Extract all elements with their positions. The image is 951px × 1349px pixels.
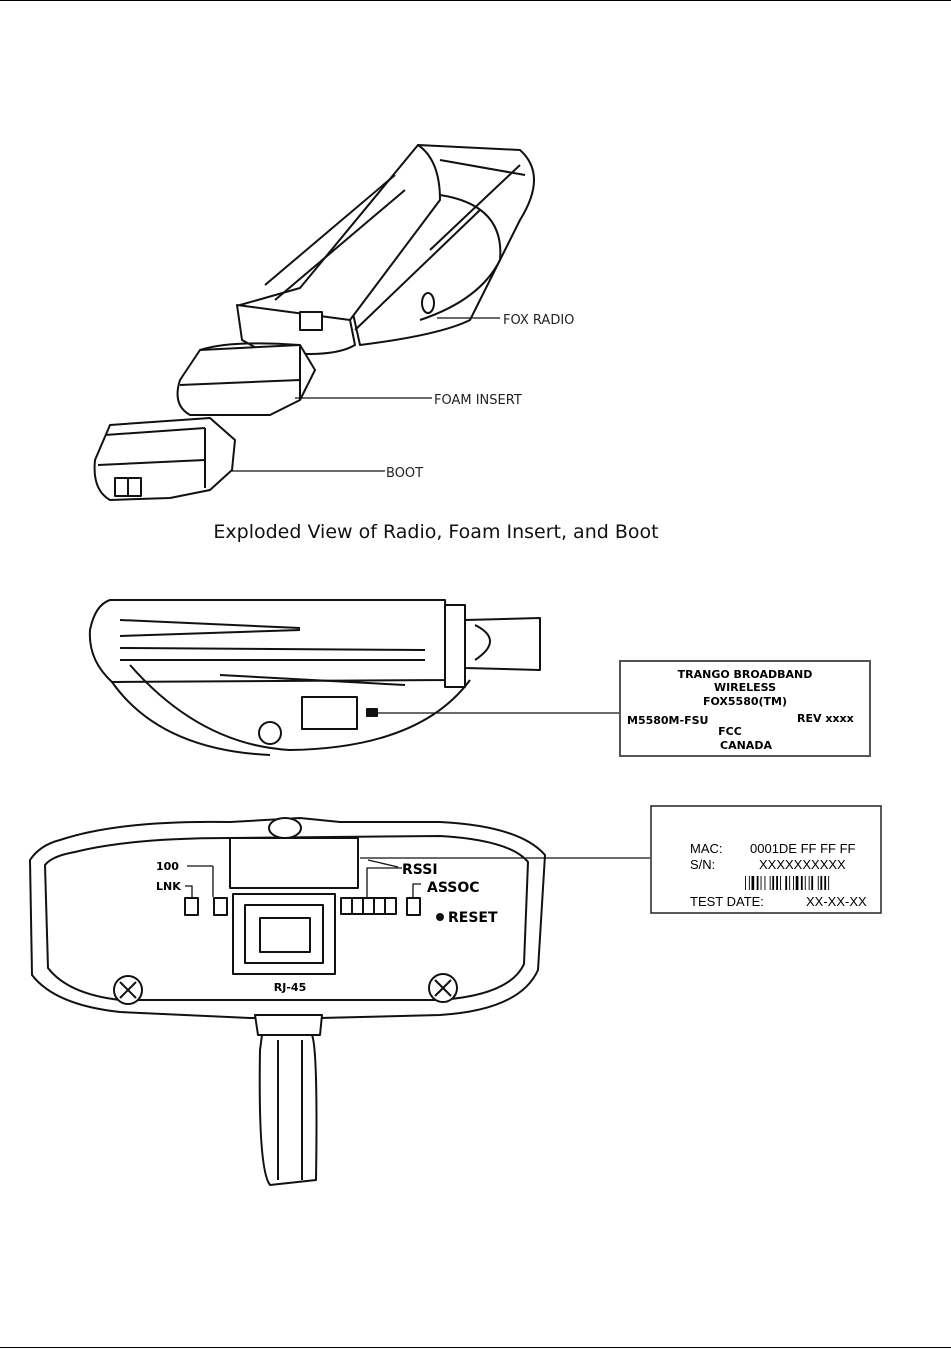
- mac-value: 0001DE FF FF FF: [750, 841, 856, 856]
- barcode-bar: [772, 876, 774, 890]
- barcode-bar: [789, 876, 790, 890]
- label-wireless: WIRELESS: [714, 681, 776, 694]
- bottom-panel-figure: [30, 818, 650, 1185]
- barcode-bar: [828, 876, 829, 890]
- barcode-bar: [796, 876, 799, 890]
- led-lnk-label: LNK: [156, 880, 181, 893]
- label-model: M5580M-FSU: [627, 714, 708, 727]
- barcode-bar: [801, 876, 803, 890]
- barcode-bar: [820, 876, 822, 890]
- assoc-label: ASSOC: [427, 880, 480, 896]
- test-date-value: XX-XX-XX: [806, 894, 867, 909]
- barcode-bar: [761, 876, 762, 890]
- side-view-figure: [90, 600, 620, 755]
- barcode-bar: [805, 876, 806, 890]
- fox-radio-callout: FOX RADIO: [503, 313, 574, 328]
- exploded-view-figure: [95, 145, 534, 500]
- rssi-label: RSSI: [402, 862, 438, 878]
- barcode-bar: [818, 876, 819, 890]
- foam-insert-callout: FOAM INSERT: [434, 393, 522, 408]
- barcode-bar: [752, 876, 755, 890]
- sn-value: XXXXXXXXXX: [759, 857, 846, 872]
- fox-radio-drawing: [237, 145, 534, 354]
- reset-label: RESET: [448, 910, 498, 926]
- led-100-label: 100: [156, 860, 179, 873]
- barcode-bar: [745, 876, 746, 890]
- barcode-bar: [824, 876, 826, 890]
- barcode-bar: [765, 876, 766, 890]
- label-canada: CANADA: [720, 739, 772, 752]
- barcode-bar: [811, 876, 813, 890]
- label-company: TRANGO BROADBAND: [678, 668, 813, 681]
- foam-insert-drawing: [178, 343, 315, 415]
- boot-callout: BOOT: [386, 466, 423, 481]
- test-date-key: TEST DATE:: [690, 894, 764, 909]
- exploded-view-caption: Exploded View of Radio, Foam Insert, and…: [213, 521, 658, 543]
- sn-key: S/N:: [690, 857, 715, 872]
- barcode-bar: [749, 876, 750, 890]
- barcode-bar: [780, 876, 781, 890]
- label-rev: REV xxxx: [797, 712, 854, 725]
- barcode-bar: [770, 876, 771, 890]
- barcode-bar: [809, 876, 810, 890]
- label-product: FOX5580(TM): [703, 695, 787, 708]
- barcode-bar: [793, 876, 794, 890]
- mac-key: MAC:: [690, 841, 723, 856]
- boot-drawing: [95, 418, 235, 500]
- label-fcc: FCC: [718, 725, 742, 738]
- barcode-bar: [785, 876, 787, 890]
- rj45-label: RJ-45: [274, 981, 306, 994]
- barcode-bar: [757, 876, 759, 890]
- barcode-bar: [776, 876, 778, 890]
